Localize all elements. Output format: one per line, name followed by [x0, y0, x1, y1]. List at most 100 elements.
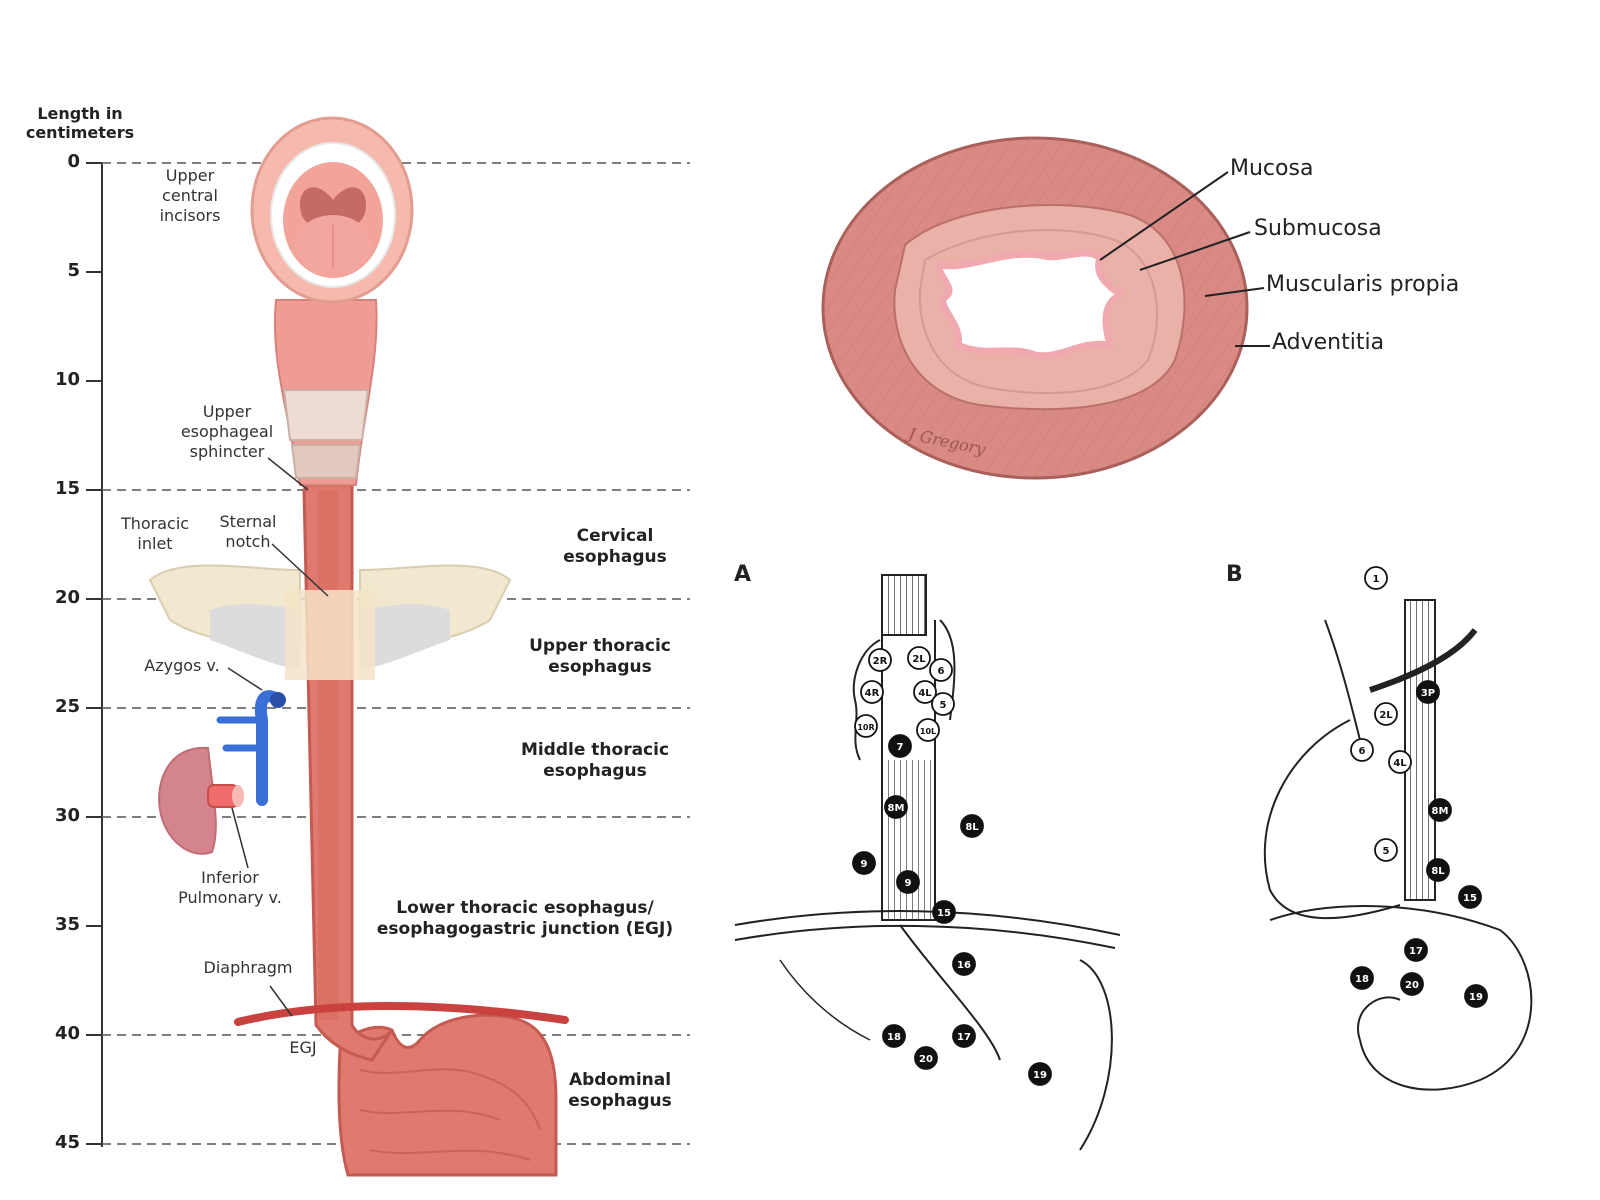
lymph-node-1-0: 1: [1364, 566, 1388, 590]
svg-text:2R: 2R: [873, 656, 888, 667]
incisors-line1: Upper: [165, 166, 215, 185]
label-thoracic-inlet: Thoracic inlet: [115, 514, 195, 554]
label-inferior-pulmonary-vein: Inferior Pulmonary v.: [170, 868, 290, 908]
scale-tick-label-40: 40: [54, 1023, 80, 1044]
lymph-node-17-9: 17: [1404, 938, 1428, 962]
label-sternal-notch: Sternal notch: [208, 512, 288, 552]
region-lower-thoracic: Lower thoracic esophagus/ esophagogastri…: [370, 898, 680, 940]
abdominal-line2: esophagus: [568, 1091, 672, 1111]
pulmonary-line2: Pulmonary v.: [178, 888, 282, 907]
lymph-node-10r-4: 10R: [854, 714, 878, 738]
region-cervical: Cervical esophagus: [545, 526, 685, 568]
lymph-node-20-12: 20: [1400, 972, 1424, 996]
svg-text:17: 17: [957, 1032, 971, 1043]
panel-a-label: A: [734, 562, 752, 587]
label-azygos: Azygos v.: [144, 656, 220, 675]
svg-text:8M: 8M: [1432, 806, 1449, 817]
svg-text:19: 19: [1469, 992, 1483, 1003]
lymph-node-2l-1: 2L: [1374, 702, 1398, 726]
lymph-node-18-16: 18: [882, 1024, 906, 1048]
lymph-node-4r-2: 4R: [860, 680, 884, 704]
scale-tick-label-45: 45: [54, 1132, 80, 1153]
middle-thoracic-line1: Middle thoracic: [520, 740, 670, 760]
svg-text:15: 15: [1463, 893, 1477, 904]
scale-tick-label-25: 25: [54, 696, 80, 717]
azygos-vein: [216, 690, 286, 806]
sternal-notch-line2: notch: [225, 532, 271, 551]
scale-tick-label-30: 30: [54, 805, 80, 826]
svg-text:7: 7: [897, 742, 904, 753]
lymph-node-8m-6: 8M: [1428, 798, 1452, 822]
scale-tick-label-0: 0: [67, 151, 80, 172]
incisors-line3: incisors: [159, 206, 221, 225]
lymph-node-4l-3: 4L: [1388, 750, 1412, 774]
lymph-node-8m-9: 8M: [884, 795, 908, 819]
clavicles: [148, 564, 512, 680]
label-submucosa: Submucosa: [1254, 216, 1382, 241]
leader-lines-left: [227, 457, 329, 1017]
svg-text:16: 16: [957, 960, 971, 971]
svg-text:9: 9: [861, 859, 868, 870]
svg-text:8L: 8L: [965, 822, 979, 833]
svg-text:10L: 10L: [920, 727, 936, 736]
svg-text:20: 20: [919, 1054, 933, 1065]
lymph-node-6-5: 6: [1350, 738, 1374, 762]
middle-thoracic-line2: esophagus: [543, 761, 647, 781]
lower-thoracic-line1: Lower thoracic esophagus/: [396, 898, 654, 918]
scale-title-line2: centimeters: [25, 123, 135, 142]
thoracic-inlet-line2: inlet: [137, 534, 173, 553]
sternal-notch-line1: Sternal: [219, 512, 277, 531]
lymph-node-5-6: 5: [931, 692, 955, 716]
pharynx: [273, 299, 378, 486]
svg-text:8L: 8L: [1431, 866, 1445, 877]
region-abdominal: Abdominal esophagus: [550, 1070, 690, 1112]
svg-text:19: 19: [1033, 1070, 1047, 1081]
lymph-node-6-7: 6: [929, 658, 953, 682]
lymph-node-5-4: 5: [1374, 838, 1398, 862]
lymph-node-15-13: 15: [932, 900, 956, 924]
lymph-node-4l-3: 4L: [913, 680, 937, 704]
svg-text:3P: 3P: [1421, 688, 1435, 699]
scale-tick-label-10: 10: [54, 369, 80, 390]
upper-thoracic-line2: esophagus: [548, 657, 652, 677]
upper-thoracic-line1: Upper thoracic: [529, 636, 671, 656]
lymph-nodes-a: 2R 2L 4R 4L 10R 10L 5 6 7 8M 8L 9 9 15 16 17 18 19 20: [852, 646, 1052, 1086]
lymph-node-3p-2: 3P: [1416, 680, 1440, 704]
lymph-node-9-11: 9: [852, 851, 876, 875]
lymph-node-19-11: 19: [1464, 984, 1488, 1008]
scale-tick-label-15: 15: [54, 478, 80, 499]
svg-text:2L: 2L: [912, 654, 926, 665]
svg-text:4L: 4L: [1393, 758, 1407, 769]
label-mucosa: Mucosa: [1230, 156, 1314, 181]
region-upper-thoracic: Upper thoracic esophagus: [515, 636, 685, 678]
lymph-node-17-15: 17: [952, 1024, 976, 1048]
svg-text:1: 1: [1373, 574, 1380, 585]
ues-line1: Upper: [202, 402, 252, 421]
svg-text:5: 5: [1383, 846, 1390, 857]
svg-text:6: 6: [1359, 746, 1366, 757]
svg-text:20: 20: [1405, 980, 1419, 991]
scale-tick-label-35: 35: [54, 914, 80, 935]
svg-text:18: 18: [1355, 974, 1369, 985]
thoracic-inlet-line1: Thoracic: [120, 514, 190, 533]
lymph-panel-a: [734, 574, 1121, 1151]
ues-line3: sphincter: [189, 442, 265, 461]
scale-tick-label-20: 20: [54, 587, 80, 608]
cross-section-leaders: [1099, 171, 1270, 347]
lymph-node-7-8: 7: [888, 734, 912, 758]
svg-text:18: 18: [887, 1032, 901, 1043]
svg-text:4L: 4L: [918, 688, 932, 699]
lymph-nodes-b: 1 2L 3P 4L 5 6 8M 8L 15 17 18 19 20: [1350, 566, 1488, 1008]
lymph-node-9-12: 9: [896, 870, 920, 894]
lymph-node-2r-0: 2R: [868, 648, 892, 672]
diaphragm: [234, 1001, 569, 1026]
scale-title: Length in centimeters: [20, 104, 140, 142]
svg-text:15: 15: [937, 908, 951, 919]
abdominal-line1: Abdominal: [568, 1070, 672, 1090]
lower-thoracic-line2: esophagogastric junction (EGJ): [376, 919, 674, 939]
svg-text:10R: 10R: [857, 723, 874, 732]
panel-b-label: B: [1226, 562, 1243, 587]
region-middle-thoracic: Middle thoracic esophagus: [510, 740, 680, 782]
svg-text:2L: 2L: [1379, 710, 1393, 721]
